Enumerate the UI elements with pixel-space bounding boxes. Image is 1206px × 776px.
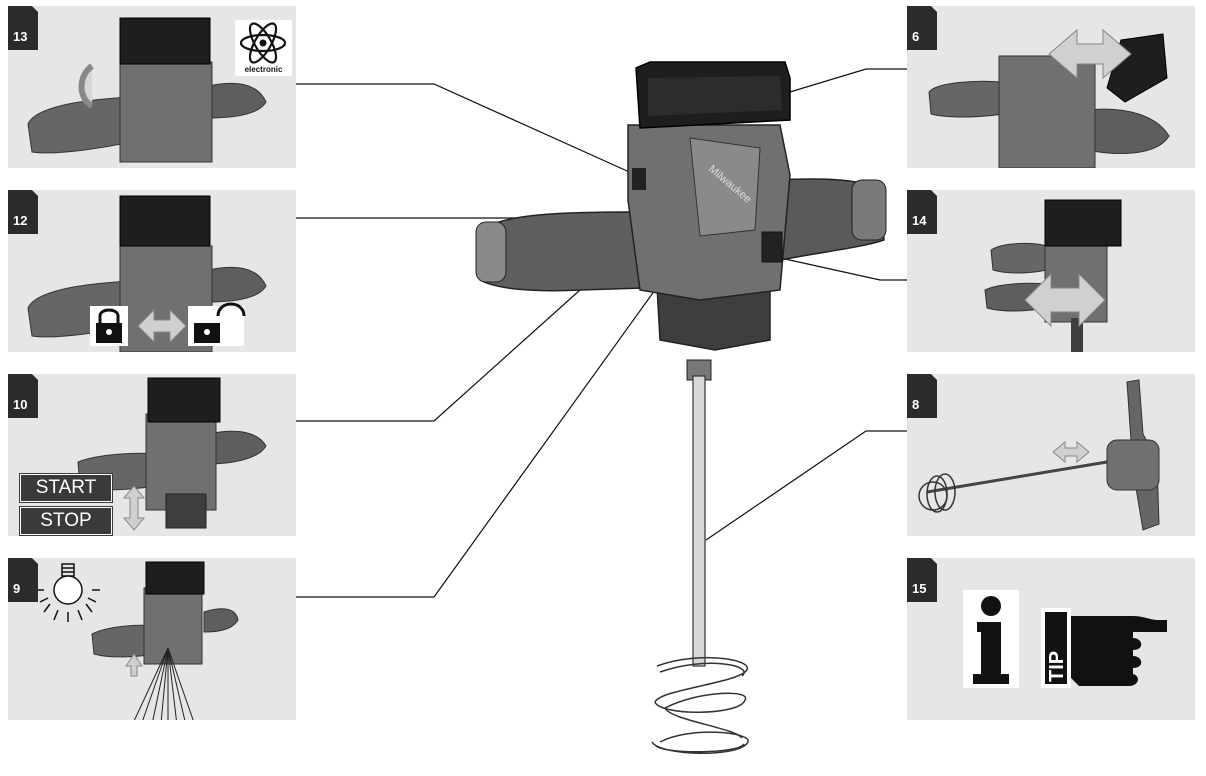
panel-8-illustration (918, 379, 1160, 531)
leader-line-13 (296, 83, 637, 176)
panel-6-number-tag: 6 (907, 6, 937, 50)
electronic-badge: electronic (235, 20, 292, 76)
panel-6: 6 (907, 6, 1195, 168)
leader-line-10 (296, 289, 581, 422)
electronic-caption: electronic (244, 65, 283, 74)
panel-12: 12 (8, 190, 296, 352)
panel-9-illustration (36, 561, 239, 720)
panel-8-number-tag: 8 (907, 374, 937, 418)
panel-13: 13 electronic (8, 6, 296, 168)
leader-line-6 (779, 68, 907, 96)
panel-6-illustration (928, 28, 1170, 168)
leader-line-8 (705, 430, 907, 541)
panel-10: 10 START STOP (8, 374, 296, 536)
lock-closed-icon (90, 306, 128, 346)
panel-9: 9 (8, 558, 296, 720)
panel-6-number: 6 (912, 29, 920, 44)
panel-10-number: 10 (13, 397, 28, 412)
panel-14-illustration (984, 199, 1122, 352)
atom-icon (239, 22, 287, 64)
panel-9-number-tag: 9 (8, 558, 38, 602)
panel-14-number: 14 (912, 213, 927, 228)
panel-12-number: 12 (13, 213, 28, 228)
panel-8: 8 (907, 374, 1195, 536)
panel-13-number-tag: 13 (8, 6, 38, 50)
panel-12-number-tag: 12 (8, 190, 38, 234)
double-arrow-icon (137, 308, 187, 344)
leader-line-9 (296, 289, 656, 598)
leader-lines (296, 68, 907, 598)
info-icon (963, 590, 1019, 688)
panel-15-number: 15 (912, 581, 927, 596)
pointing-hand-icon: TIP (1041, 608, 1167, 688)
panel-13-number: 13 (13, 29, 28, 44)
panel-14: 14 (907, 190, 1195, 352)
light-beams (133, 647, 194, 720)
leader-line-14 (775, 256, 907, 281)
panel-9-number: 9 (13, 581, 21, 596)
lock-open-icon (188, 302, 246, 346)
panel-15-number-tag: 15 (907, 558, 937, 602)
lamp-icon (36, 563, 100, 622)
mixer-tool: Milwaukee (475, 61, 887, 351)
panel-14-number-tag: 14 (907, 190, 937, 234)
panel-12-illustration (27, 195, 267, 352)
stop-label: STOP (20, 507, 112, 535)
panel-8-number: 8 (912, 397, 920, 412)
tip-label: TIP (1046, 651, 1068, 682)
start-label: START (20, 474, 112, 502)
panel-10-number-tag: 10 (8, 374, 38, 418)
panel-13-illustration (27, 17, 267, 163)
panel-15: TIP 15 (907, 558, 1195, 720)
panel-15-illustration: TIP (963, 590, 1167, 688)
mixing-paddle (651, 359, 749, 754)
